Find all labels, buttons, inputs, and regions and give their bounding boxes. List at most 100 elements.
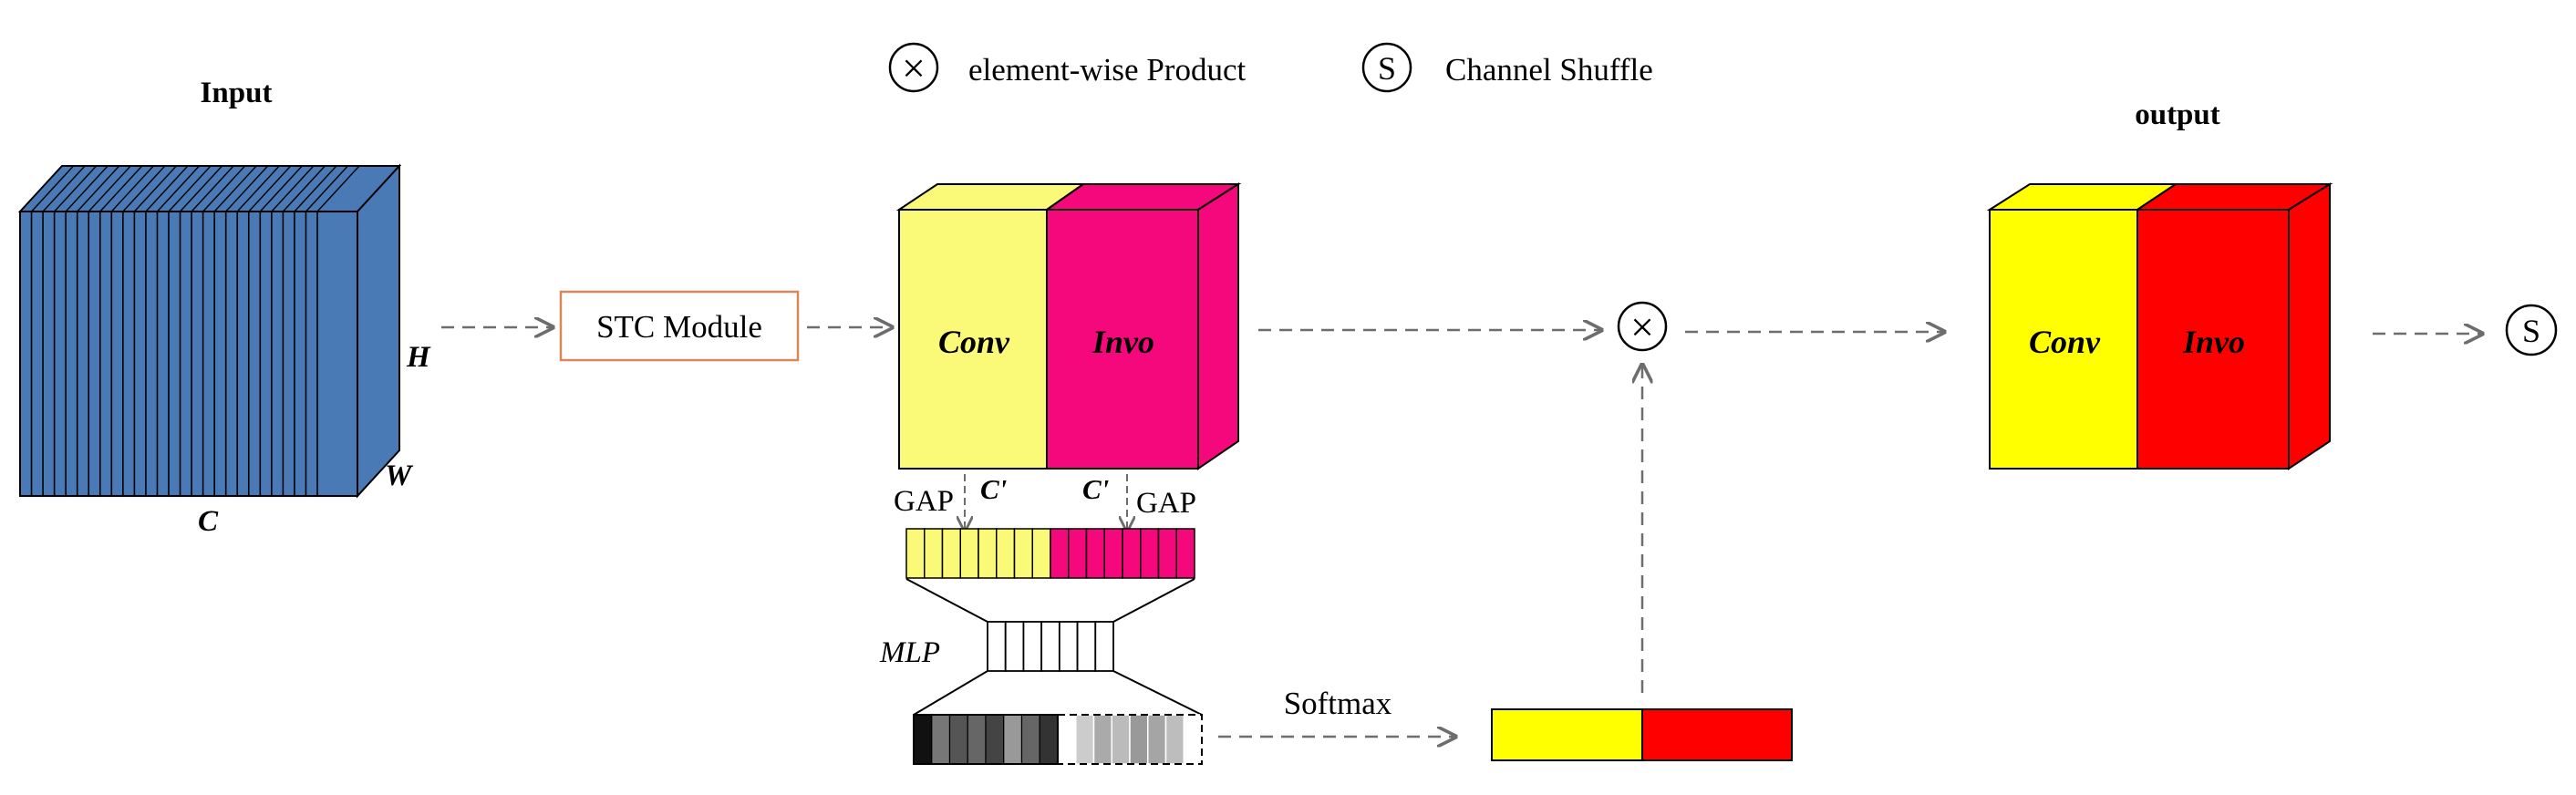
channel-shuffle-node: S (2505, 304, 2558, 356)
pooled-vector-cell (1122, 528, 1142, 579)
stc-module-label: STC Module (596, 309, 762, 345)
input-slice-top-line (65, 165, 109, 212)
input-cube-front (19, 211, 358, 497)
feature-conv-label: Conv (938, 324, 1010, 360)
weight-bar-invo (1641, 708, 1793, 761)
input-slice-top-line (180, 165, 223, 212)
pooled-vector-cell (1068, 528, 1088, 579)
pooled-vector-cell (996, 528, 1016, 579)
input-slice-top-line (236, 165, 280, 212)
attention-weight-cell (985, 714, 1005, 765)
feature-block: Conv Invo (895, 182, 1242, 470)
element-wise-product-icon-symbol: × (902, 45, 926, 91)
input-slice-top-line (88, 165, 131, 212)
mlp-vector (987, 621, 1114, 672)
attention-weight-cell (1092, 714, 1112, 765)
input-slice-top-line (31, 165, 75, 212)
attention-weight-cell (1111, 714, 1131, 765)
attention-weight-vector (913, 714, 1203, 765)
channel-shuffle-node-symbol: S (2522, 313, 2540, 349)
attention-weight-cell (1039, 714, 1059, 765)
dim-h-label: H (406, 341, 431, 374)
input-slice-top-line (316, 165, 360, 212)
stc-module: STC Module (559, 290, 800, 362)
attention-weight-cell (1003, 714, 1023, 765)
gap-left-label: GAP (894, 485, 954, 518)
output-title: output (2135, 98, 2220, 131)
attention-weight-cell (1129, 714, 1149, 765)
legend-product-label: element-wise Product (968, 52, 1246, 88)
funnel-line-left-bottom (913, 670, 988, 716)
attention-weight-cell (1020, 714, 1040, 765)
input-slice-top-line (156, 165, 200, 212)
mlp-vector-cell (1004, 621, 1025, 672)
gap-right-label: GAP (1136, 487, 1196, 520)
attention-weight-cell (1164, 714, 1185, 765)
input-slice-top-line (110, 165, 154, 212)
input-slice-top-line (99, 165, 143, 212)
input-slice-top-line (271, 165, 315, 212)
attention-weight-cell (1075, 714, 1095, 765)
gap-section: GAP C' C' GAP (894, 473, 1196, 531)
attention-weight-cell (1147, 714, 1167, 765)
softmax-weight-bar (1491, 708, 1793, 761)
pooled-vector-cell (924, 528, 944, 579)
input-slice-top-line (305, 165, 348, 212)
attention-weight-cell (1057, 714, 1077, 765)
channel-shuffle-icon-symbol: S (1378, 50, 1396, 87)
product-icon (1617, 301, 1668, 352)
pooled-vector-cell (1175, 528, 1195, 579)
input-slice-top-line (133, 165, 177, 212)
input-slice-top-line (122, 165, 166, 212)
funnel-line-left-top (905, 578, 988, 623)
pooled-vector-cell (1103, 528, 1123, 579)
pooled-vector-cell (1157, 528, 1177, 579)
product-node: × (1617, 301, 1668, 352)
mlp-label: MLP (879, 636, 940, 669)
attention-weight-cell (1183, 714, 1203, 765)
weight-bar-conv (1491, 708, 1643, 761)
pooled-vector-cell (905, 528, 926, 579)
input-slice-top-line (282, 165, 326, 212)
input-slice-top-line (191, 165, 234, 212)
mlp-section: MLP (879, 621, 1114, 672)
feature-invo-label: Invo (1091, 324, 1154, 360)
channel-shuffle-node-icon (2505, 304, 2558, 356)
mlp-vector-cell (1058, 621, 1079, 672)
attention-weight-solid-outline (913, 714, 1059, 765)
gap-right-channels: C' (1082, 473, 1109, 505)
attention-weight-cell (967, 714, 987, 765)
legend-shuffle-label: Channel Shuffle (1445, 52, 1653, 88)
pooled-channel-vector (905, 528, 1195, 579)
input-block: Input H W C (17, 77, 431, 538)
output-invo-part (2136, 209, 2290, 470)
feature-block-side (1197, 182, 1239, 470)
feature-conv-part (898, 209, 1048, 470)
input-slice-top-line (42, 165, 86, 212)
mlp-vector-cell (987, 621, 1007, 672)
dim-w-label: W (385, 459, 414, 492)
attention-weight-cell (913, 714, 933, 765)
input-slice-top-line (225, 165, 269, 212)
input-slice-top-line (213, 165, 257, 212)
input-slice-top-line (168, 165, 212, 212)
output-invo-label: Invo (2182, 324, 2245, 360)
pooled-vector-cell (1085, 528, 1105, 579)
pooled-vector-cell (1140, 528, 1160, 579)
input-channel-slices (30, 165, 360, 496)
input-slice-top-line (77, 165, 120, 212)
product-icon-symbol: × (1630, 304, 1654, 350)
pooled-vector-cell (1050, 528, 1070, 579)
legend: × element-wise Product S Channel Shuffle (888, 42, 1653, 93)
input-slice-top-line (202, 165, 246, 212)
mlp-vector-cell (1076, 621, 1097, 672)
output-block: output Conv Invo (1986, 98, 2333, 470)
pooled-vector-cell (978, 528, 998, 579)
pooled-vector-cell (941, 528, 961, 579)
pooled-vector-cell (1031, 528, 1051, 579)
output-block-side (2288, 182, 2331, 470)
stc-module-box (559, 290, 800, 362)
element-wise-product-icon (888, 42, 939, 93)
gap-left-channels: C' (980, 473, 1007, 505)
